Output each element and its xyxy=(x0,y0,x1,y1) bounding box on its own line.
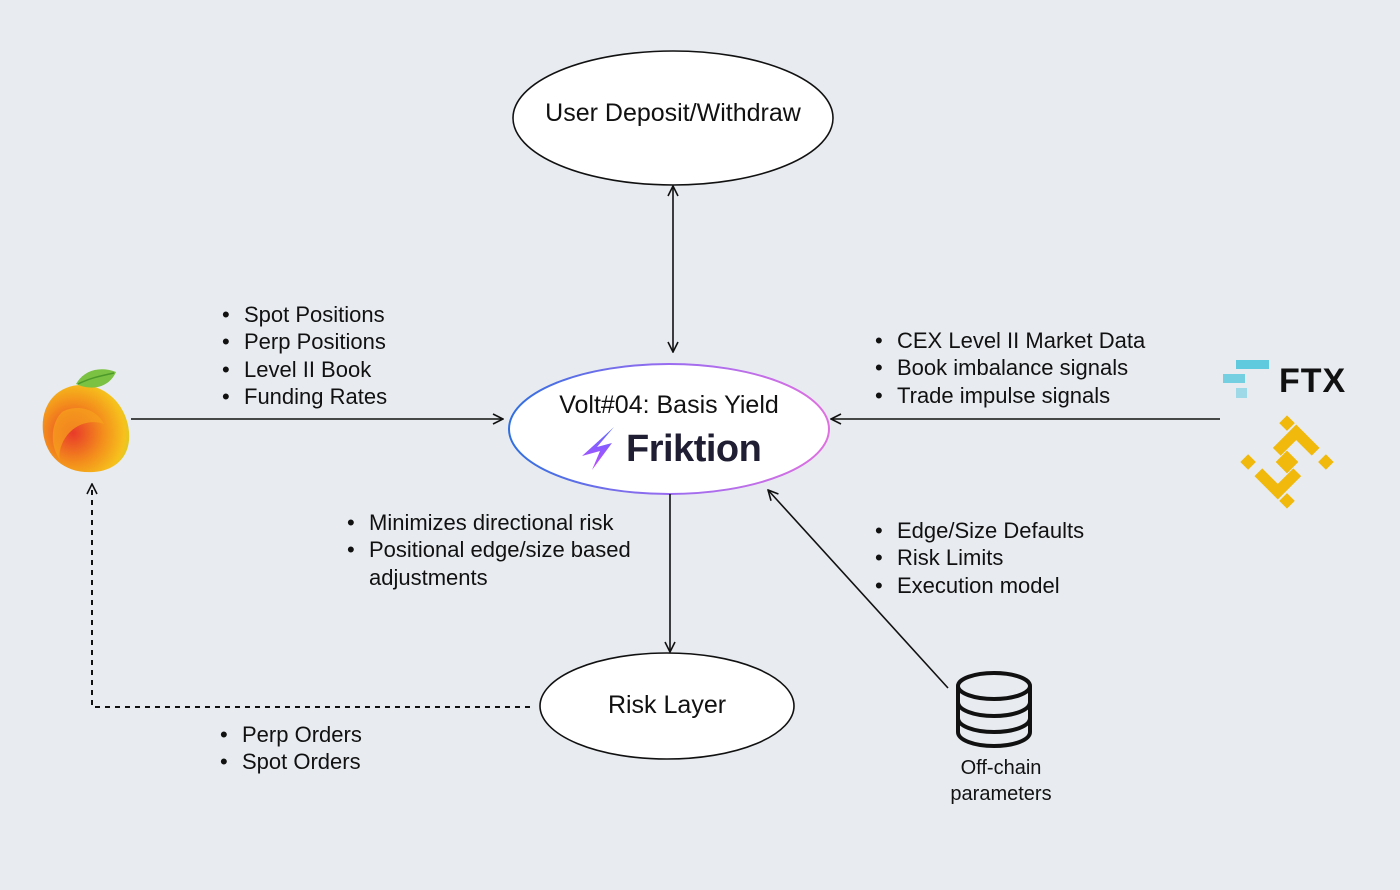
orders-list: Perp Orders Spot Orders xyxy=(216,721,362,776)
risk-layer-label: Risk Layer xyxy=(607,691,727,719)
offchain-params-list: Edge/Size Defaults Risk Limits Execution… xyxy=(871,517,1084,599)
list-item: Risk Limits xyxy=(871,544,1084,572)
list-item: Spot Positions xyxy=(218,301,387,329)
offchain-volt-arrow xyxy=(768,490,949,689)
list-item: Trade impulse signals xyxy=(871,382,1145,410)
ftx-wordmark: FTX xyxy=(1279,362,1347,400)
list-item: Perp Positions xyxy=(218,328,387,356)
volt-node xyxy=(508,363,830,495)
list-item: Minimizes directional risk xyxy=(343,509,631,537)
mango-inputs-list: Spot Positions Perp Positions Level II B… xyxy=(218,301,387,410)
friktion-bolt-icon xyxy=(582,427,614,470)
list-item: Execution model xyxy=(871,572,1084,600)
risk-layer-node xyxy=(539,652,795,760)
list-item: Level II Book xyxy=(218,356,387,384)
offchain-label-line1: Off-chain xyxy=(960,757,1042,779)
friktion-brand-label: Friktion xyxy=(626,428,762,470)
user-deposit-label: User Deposit/Withdraw xyxy=(545,99,801,127)
cex-inputs-list: CEX Level II Market Data Book imbalance … xyxy=(871,327,1145,409)
list-item: Book imbalance signals xyxy=(871,354,1145,382)
volt-title-label: Volt#04: Basis Yield xyxy=(559,391,779,419)
ftx-logo-icon xyxy=(1223,360,1269,398)
list-item-continuation: adjustments xyxy=(369,564,488,590)
list-item: CEX Level II Market Data xyxy=(871,327,1145,355)
list-item: Funding Rates xyxy=(218,383,387,411)
offchain-label: Off-chain parameters xyxy=(921,755,1081,807)
risk-notes-list: Minimizes directional risk Positional ed… xyxy=(343,509,631,591)
list-item: Spot Orders xyxy=(216,748,362,776)
list-item: Positional edge/size based xyxy=(343,536,631,564)
list-item: Perp Orders xyxy=(216,721,362,749)
mango-logo-icon xyxy=(42,369,130,473)
binance-logo-icon xyxy=(1240,415,1334,509)
database-icon xyxy=(956,671,1032,749)
list-item: Edge/Size Defaults xyxy=(871,517,1084,545)
offchain-label-line2: parameters xyxy=(950,783,1052,805)
